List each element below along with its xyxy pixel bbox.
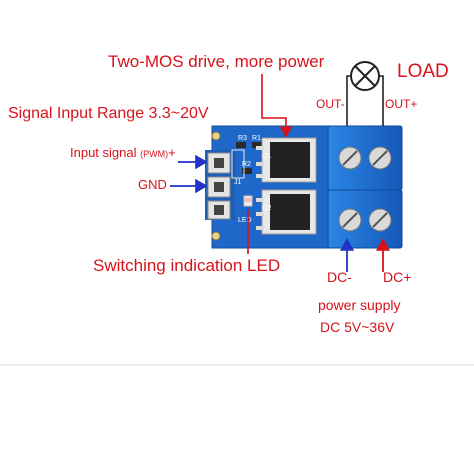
plus-sign: + bbox=[168, 145, 176, 160]
silk-q2: Q2 bbox=[262, 205, 271, 212]
power-supply-label: power supply bbox=[318, 297, 401, 313]
dc-plus-label: DC+ bbox=[383, 269, 412, 285]
resistor-r1 bbox=[252, 142, 262, 148]
pwm-text: (PWM) bbox=[140, 149, 169, 159]
pcb-board: R3 R1 R2 Q1 Q2 J1 LED bbox=[205, 125, 345, 249]
input-signal-text: Input signal bbox=[70, 145, 137, 160]
silk-led: LED bbox=[238, 217, 252, 224]
silk-q1: Q1 bbox=[262, 153, 271, 160]
terminal-block-output bbox=[327, 125, 403, 191]
silk-r1: R1 bbox=[252, 135, 261, 142]
out-minus-label: OUT- bbox=[316, 97, 345, 111]
gnd-label: GND bbox=[138, 177, 167, 192]
dc-minus-label: DC- bbox=[327, 269, 352, 285]
dc-voltage-label: DC 5V~36V bbox=[320, 319, 395, 335]
load-lamp-icon bbox=[350, 61, 380, 91]
switching-led-label: Switching indication LED bbox=[93, 256, 281, 275]
terminal-block-power bbox=[327, 189, 403, 249]
silk-r2: R2 bbox=[242, 161, 251, 168]
silk-j1: J1 bbox=[234, 179, 242, 186]
resistor-r3 bbox=[236, 142, 246, 148]
input-signal-label: Input signal (PWM)+ bbox=[70, 146, 176, 159]
mos-pointer-line bbox=[261, 74, 293, 138]
mounting-hole bbox=[211, 231, 221, 241]
resistor-r2 bbox=[242, 168, 252, 174]
load-label: LOAD bbox=[397, 61, 449, 82]
mosfet-q1 bbox=[256, 137, 317, 183]
signal-range-label: Signal Input Range 3.3~20V bbox=[8, 105, 209, 122]
silk-r3: R3 bbox=[238, 135, 247, 142]
load-wire-right bbox=[379, 75, 384, 126]
load-wire-left bbox=[346, 75, 351, 126]
two-mos-label: Two-MOS drive, more power bbox=[108, 52, 325, 71]
mosfet-q2 bbox=[256, 189, 317, 235]
out-plus-label: OUT+ bbox=[385, 97, 418, 111]
mounting-hole bbox=[211, 131, 221, 141]
